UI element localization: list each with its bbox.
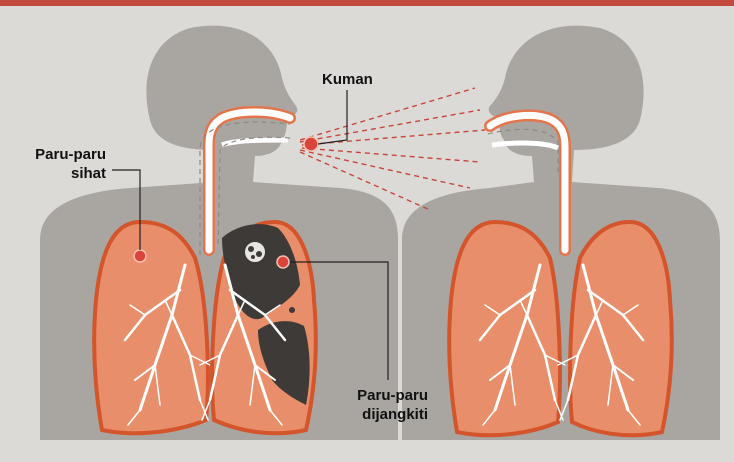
label-infected-lung-line1: Paru-paru (352, 386, 428, 405)
label-healthy-lung: Paru-paru sihat (30, 145, 106, 183)
germ-icon (134, 250, 146, 262)
germ-icon (304, 137, 318, 151)
infection-spot (289, 307, 295, 313)
left-healthy-lung (94, 222, 210, 433)
label-infected-lung-line2: dijangkiti (352, 405, 428, 424)
label-healthy-lung-line1: Paru-paru (30, 145, 106, 164)
germ-icon (277, 256, 289, 268)
label-germ: Kuman (322, 70, 373, 89)
top-strip (0, 0, 734, 6)
right-lung-left (449, 222, 565, 435)
bacteria-cluster-icon (244, 241, 266, 263)
label-infected-lung: Paru-paru dijangkiti (352, 386, 428, 424)
label-healthy-lung-line2: sihat (30, 164, 106, 183)
